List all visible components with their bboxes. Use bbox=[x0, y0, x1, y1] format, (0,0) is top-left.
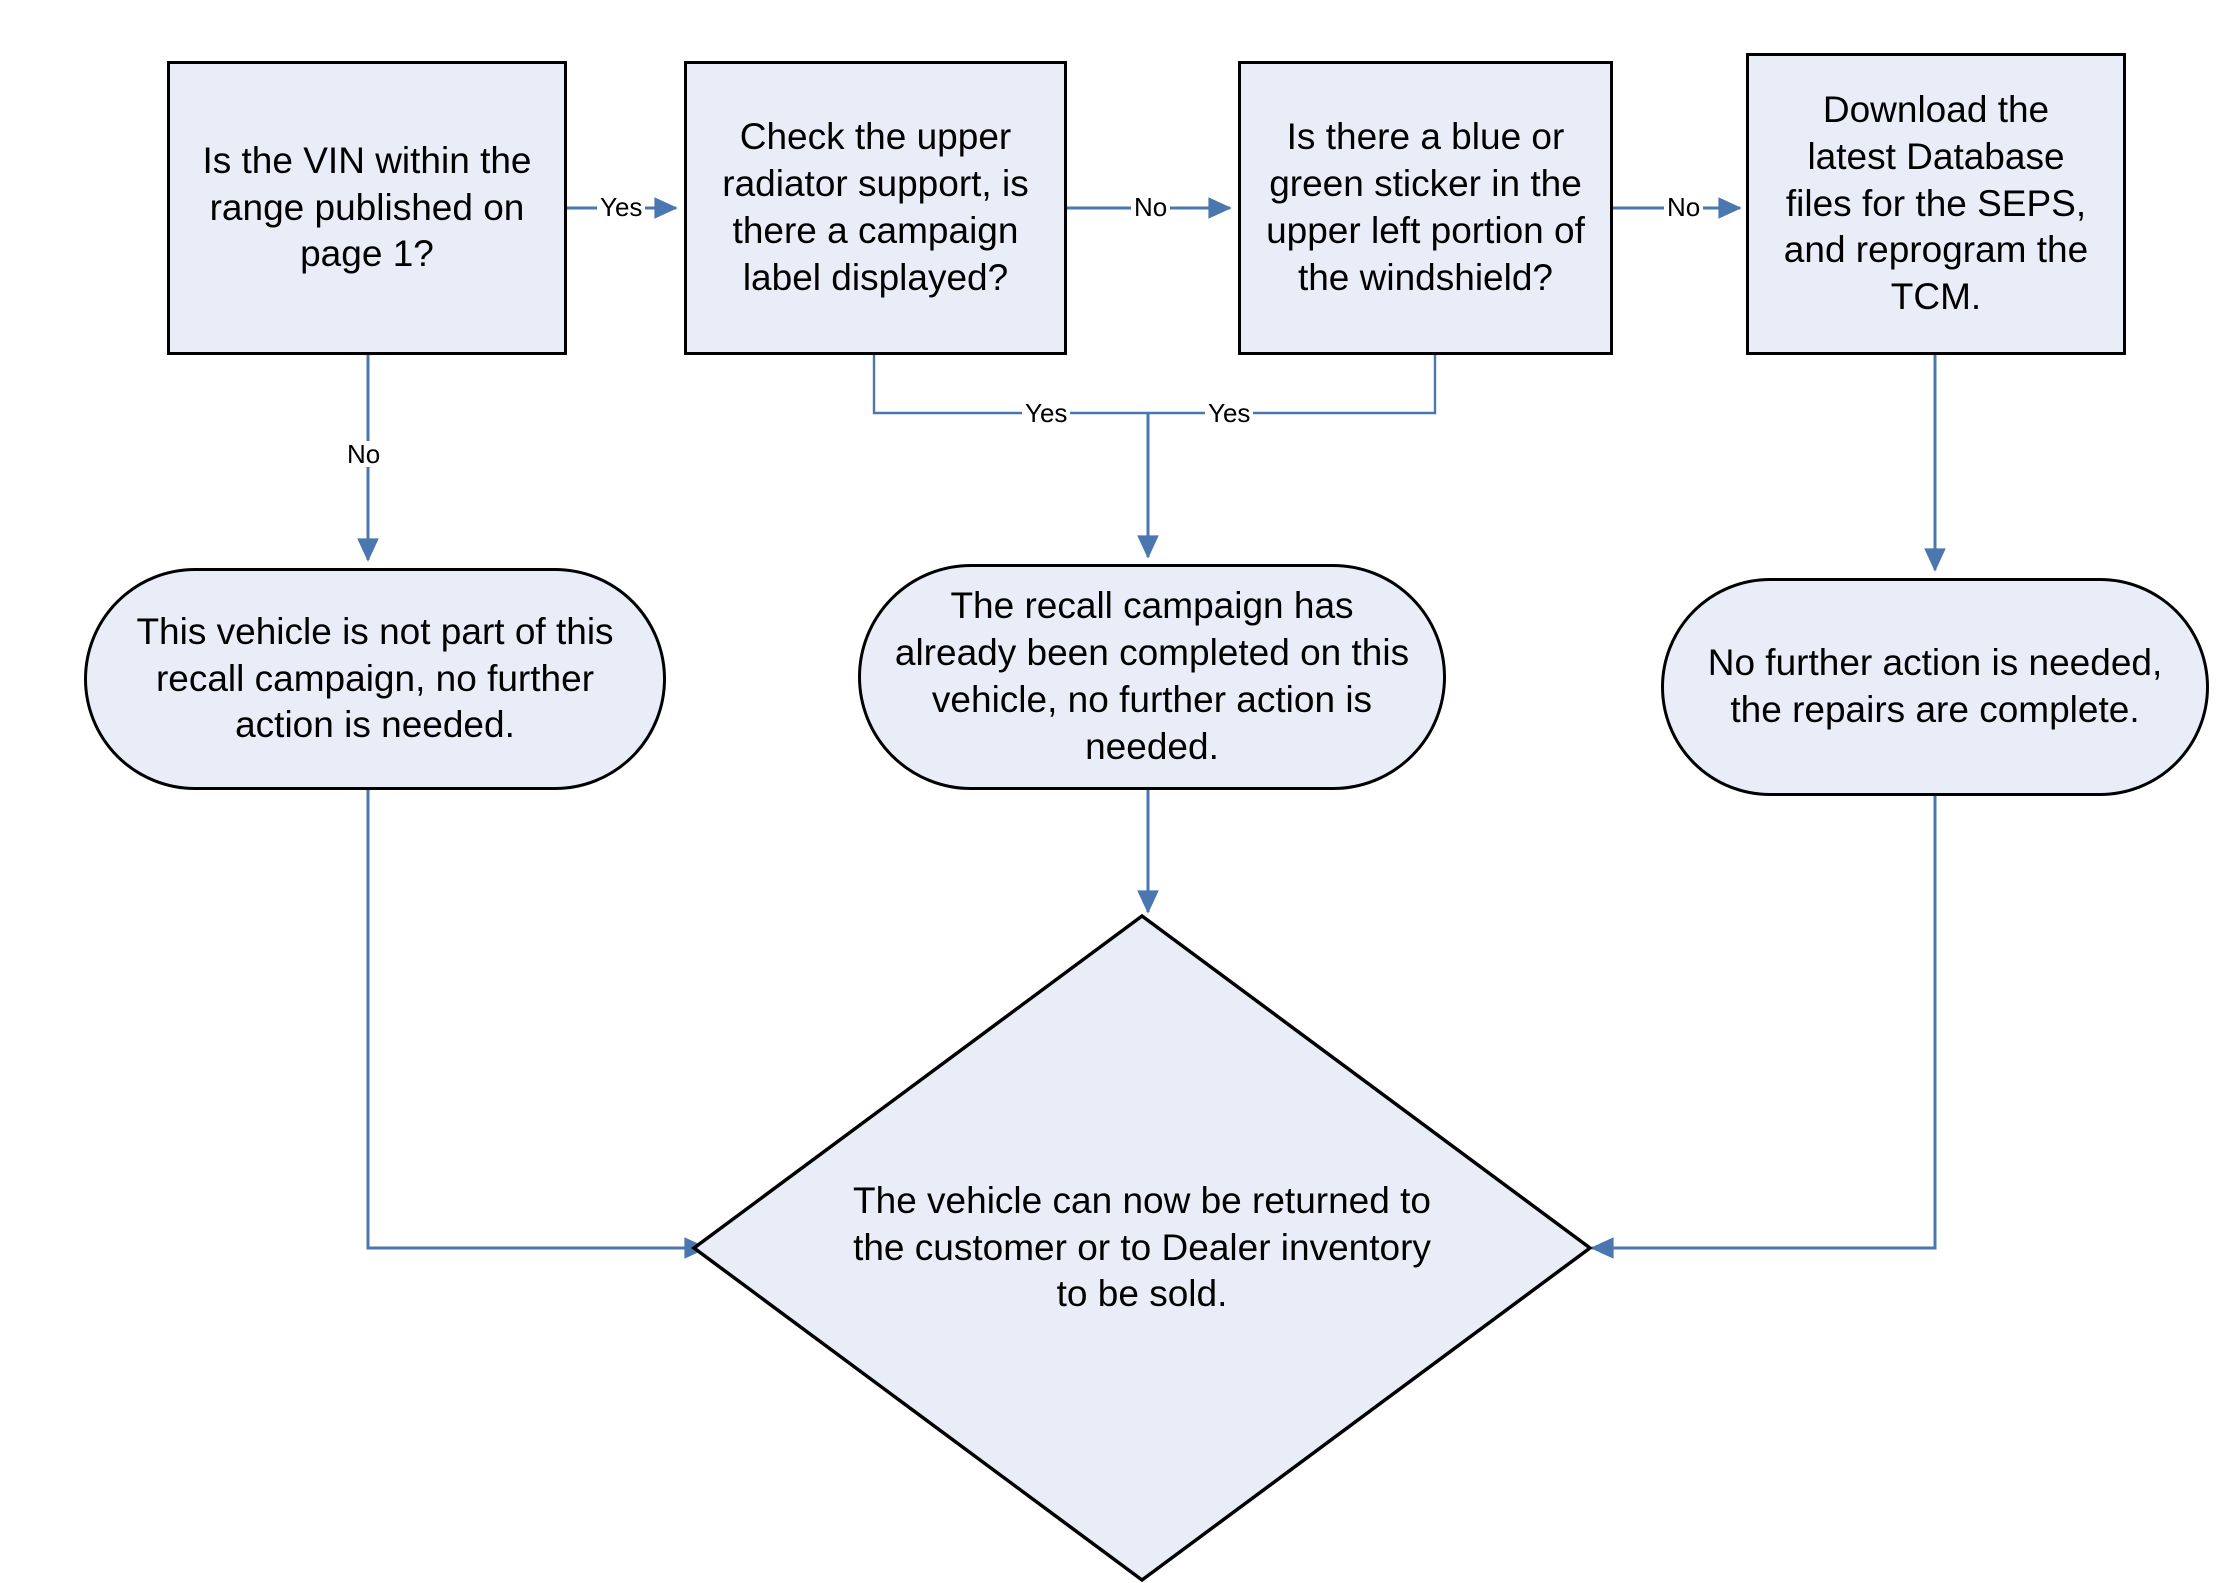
edge-label-vin-yes: Yes bbox=[597, 194, 646, 220]
node-already-completed[interactable]: The recall campaign has already been com… bbox=[858, 564, 1446, 790]
edge-complete-to-return bbox=[1590, 795, 1937, 1259]
edge-label-vin-no: No bbox=[344, 441, 384, 467]
edge-label-campaign-yes: Yes bbox=[1022, 400, 1071, 426]
node-windshield-sticker[interactable]: Is there a blue or green sticker in the … bbox=[1238, 61, 1613, 355]
edge-label-to-completed bbox=[872, 355, 1148, 415]
edge-label-sticker-no: No bbox=[1664, 194, 1704, 220]
node-campaign-label[interactable]: Check the upper radiator support, is the… bbox=[684, 61, 1067, 355]
node-download-reprogram[interactable]: Download the latest Database files for t… bbox=[1746, 53, 2126, 355]
edge-label-campaign-no: No bbox=[1131, 194, 1171, 220]
node-vin-range[interactable]: Is the VIN within the range published on… bbox=[167, 61, 567, 355]
node-not-part-of-recall[interactable]: This vehicle is not part of this recall … bbox=[84, 568, 666, 790]
node-repairs-complete[interactable]: No further action is needed, the repairs… bbox=[1661, 578, 2209, 796]
node-return-vehicle[interactable]: The vehicle can now be returned to the c… bbox=[690, 912, 1594, 1583]
edge-notpart-to-return bbox=[366, 790, 708, 1259]
diamond-shape bbox=[691, 913, 1593, 1583]
edge-label-sticker-yes: Yes bbox=[1205, 400, 1254, 426]
edge-sticker-to-completed bbox=[1148, 355, 1437, 415]
